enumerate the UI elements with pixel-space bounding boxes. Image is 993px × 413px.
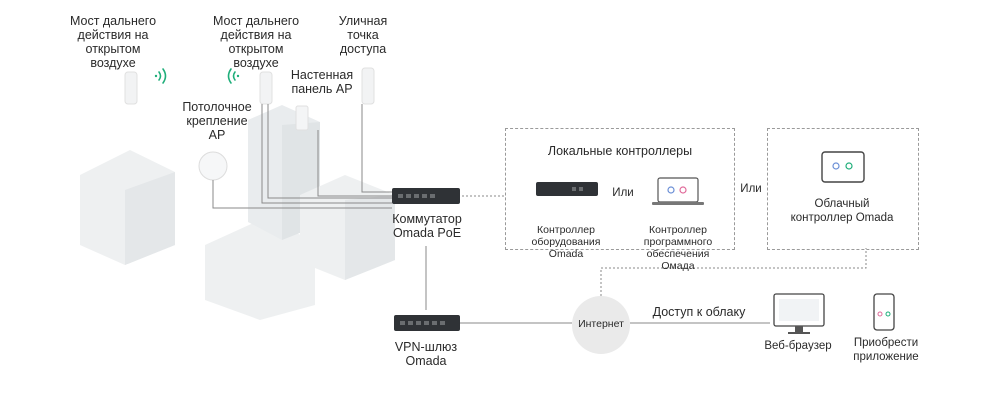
local-controllers-box [505,128,735,250]
smartphone-icon [873,293,895,331]
building-middle [205,105,395,320]
wifi-signal-icon [154,68,167,84]
laptop-icon [652,177,704,205]
label-wall-ap: Настенная панель AP [290,68,354,96]
label-hw-controller: Контроллер оборудования Omada [531,224,601,260]
outdoor-bridge-2-device [259,71,273,105]
wifi-signal-icon [227,68,240,84]
label-internet: Интернет [578,318,624,330]
label-poe-switch: Коммутатор Omada PoE [392,212,462,240]
cloud-controller-box [767,128,919,250]
label-or-2: Или [740,183,762,195]
poe-switch-device [392,188,460,204]
label-or-1: Или [612,187,634,199]
label-ceiling-ap: Потолочное крепление AP [182,100,252,142]
label-app: Приобрести приложение [853,337,919,363]
router-icon [394,315,460,331]
building-left [80,150,175,265]
tablet-icon [821,151,865,183]
connection-lines [212,104,770,324]
monitor-icon [773,293,825,334]
ceiling-ap-device [198,151,228,181]
outdoor-ap-device [361,67,375,105]
label-cloud-controller: Облачный контроллер Omada [790,198,894,224]
wall-ap-device [295,105,309,131]
dotted-lines [462,195,867,296]
internet-circle [572,296,630,354]
label-cloud-access: Доступ к облаку [652,305,746,319]
label-local-controllers: Локальные контроллеры [547,144,693,158]
label-bridge-1: Мост дальнего действия на открытом возду… [69,14,157,70]
label-web-browser: Веб-браузер [764,340,832,352]
outdoor-bridge-1-device [124,71,138,105]
label-vpn-gateway: VPN-шлюз Omada [394,340,458,368]
label-bridge-2: Мост дальнего действия на открытом возду… [212,14,300,70]
hardware-controller-device [536,182,598,196]
label-outdoor-ap: Уличная точка доступа [338,14,388,56]
label-sw-controller: Контроллер программного обеспечения Омад… [643,224,713,272]
